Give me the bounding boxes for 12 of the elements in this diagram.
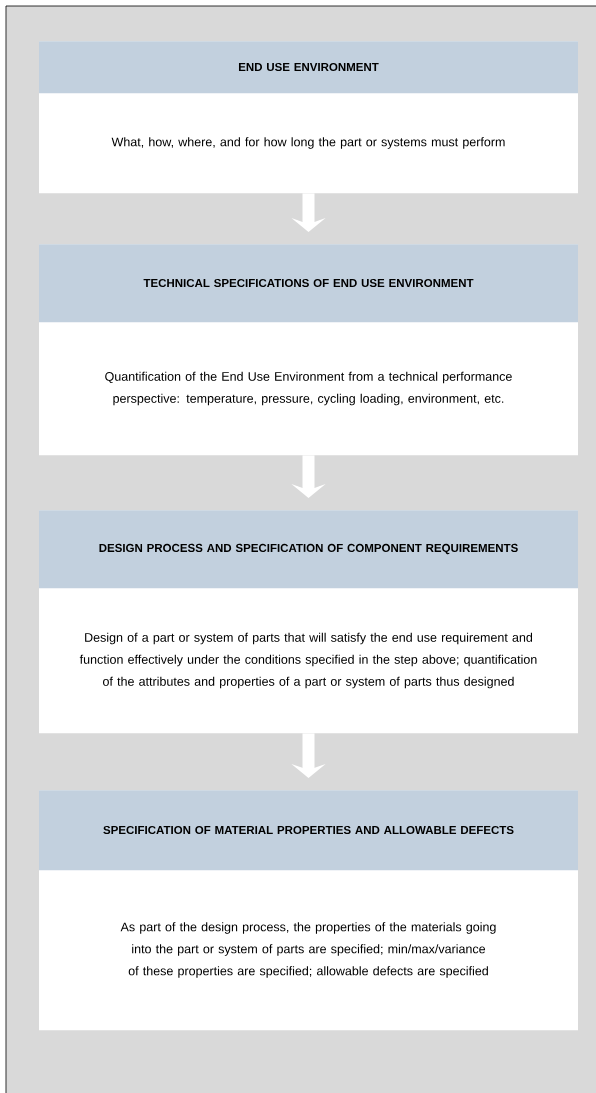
- process-box: [39, 244, 578, 456]
- process-box: [39, 41, 578, 194]
- box-heading: SPECIFICATION OF MATERIAL PROPERTIES AND ALLOWABLE DEFECTS: [39, 790, 578, 871]
- box-heading: DESIGN PROCESS AND SPECIFICATION OF COMPONENT REQUIREMENTS: [39, 510, 578, 589]
- box-text: As part of the design process, the properties of the materials going into the part or system of parts are specified; min/max/variance of these properties are specified; allowable defects are specified: [120, 922, 496, 978]
- box-text: Design of a part or system of parts that will satisfy the end use requirement and function effectively under the conditions specified in the step above; quantification of the attributes and properties of a part or system of parts thus designed: [79, 632, 537, 689]
- process-box: [39, 790, 578, 1031]
- box-heading: TECHNICAL SPECIFICATIONS OF END USE ENVIRONMENT: [39, 244, 578, 323]
- box-heading: END USE ENVIRONMENT: [39, 41, 578, 94]
- box-text: What, how, where, and for how long the part or systems must perform: [111, 137, 505, 149]
- box-text: Quantification of the End Use Environment from a technical performance perspective: temperature, pressure, cycling loading, environment, etc.: [105, 371, 512, 406]
- process-box: [39, 510, 578, 734]
